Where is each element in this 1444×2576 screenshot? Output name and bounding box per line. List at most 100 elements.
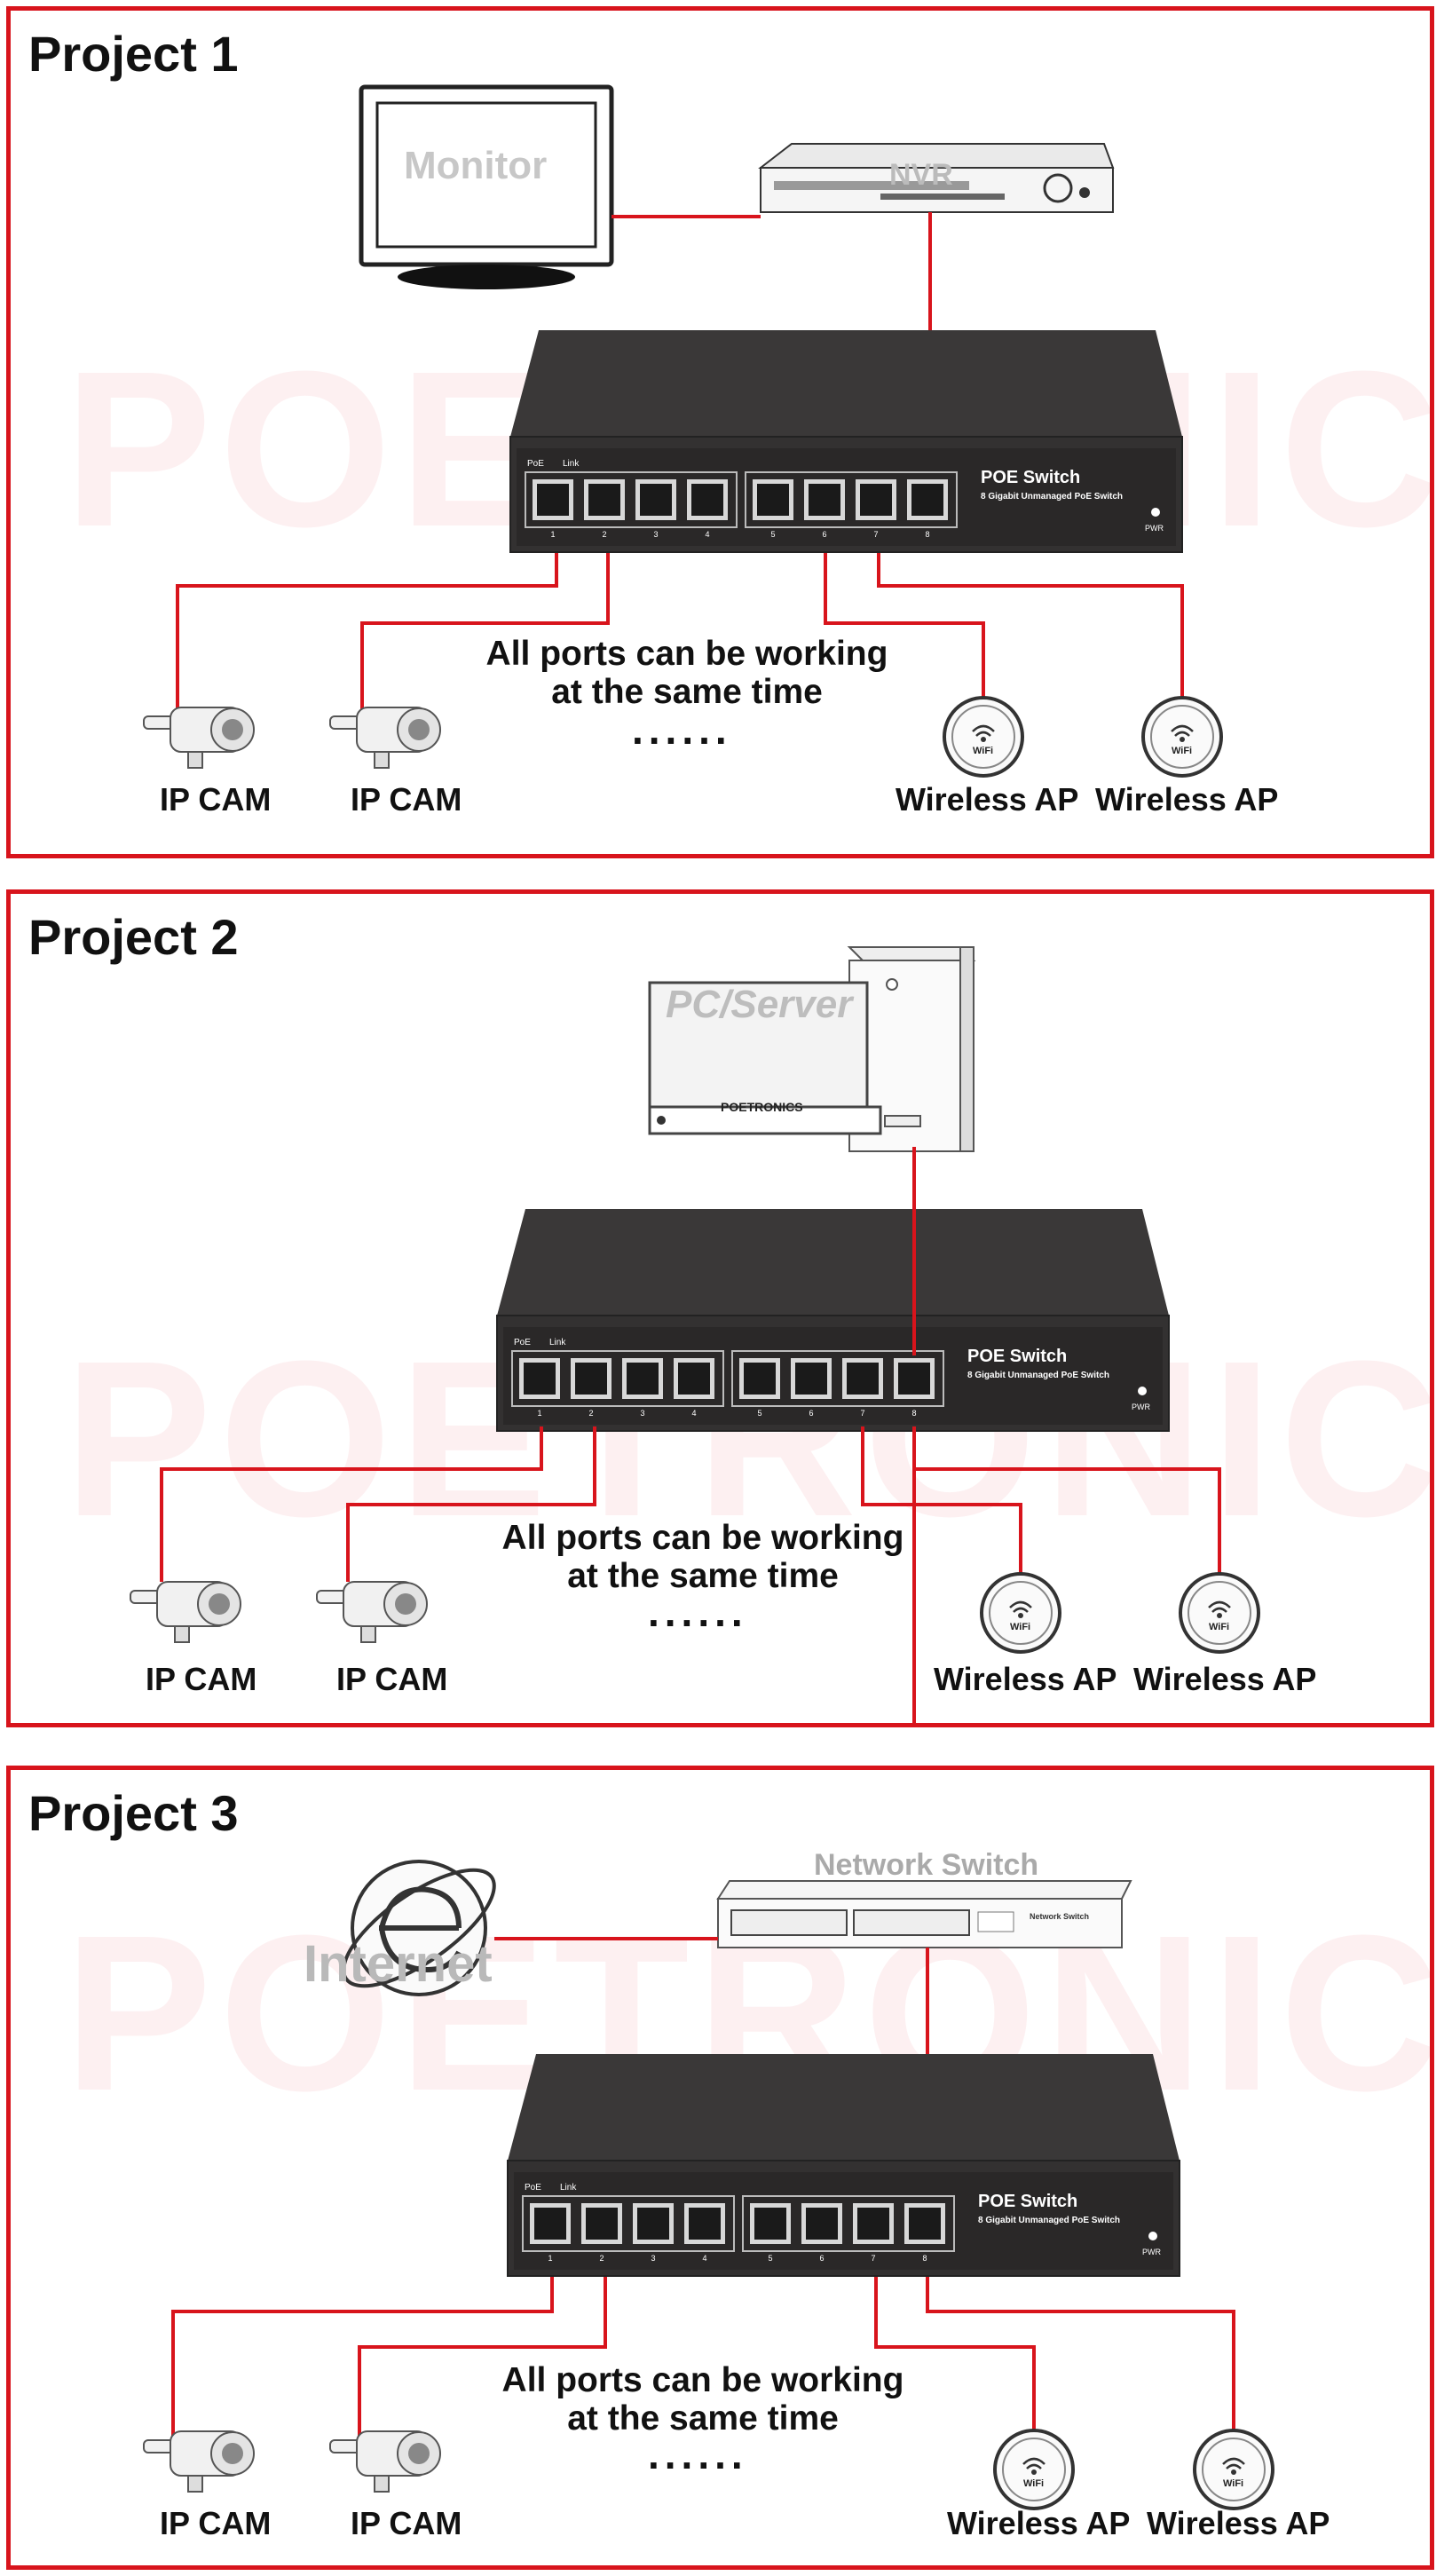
caption-line-1: All ports can be working: [501, 1519, 904, 1557]
port-number: 6: [819, 2254, 825, 2263]
wireless-ap-icon: [1193, 2429, 1274, 2510]
port-number: 1: [550, 530, 556, 539]
caption-line-2: at the same time: [551, 673, 823, 711]
power-label: PWR: [1145, 524, 1164, 533]
switch-subtitle: 8 Gigabit Unmanaged PoE Switch: [978, 2216, 1121, 2225]
wireless-ap-label: Wireless AP: [934, 1661, 1117, 1697]
poe-label: PoE: [514, 1338, 531, 1347]
caption-line-2: at the same time: [567, 1557, 839, 1595]
ip-cam-label: IP CAM: [160, 781, 272, 818]
internet-label: Internet: [304, 1935, 493, 1993]
nvr-icon: [758, 143, 1115, 213]
port-number: 8: [911, 1409, 917, 1418]
port-number: 3: [653, 530, 659, 539]
port-number: 4: [702, 2254, 707, 2263]
port-number: 8: [925, 530, 930, 539]
ip-cam-label: IP CAM: [351, 781, 462, 818]
network-switch-icon: [716, 1880, 1132, 1948]
port-number: 2: [599, 2254, 604, 2263]
ip-cam-icon: [329, 707, 441, 769]
project-3-panel: POETRONICS Project 3: [6, 1766, 1434, 2570]
port-group-right: [745, 471, 958, 528]
ip-cam-icon: [329, 2430, 441, 2493]
port-number: 1: [537, 1409, 542, 1418]
power-label: PWR: [1132, 1403, 1150, 1411]
link-label: Link: [549, 1338, 566, 1347]
port-number: 5: [768, 2254, 773, 2263]
port-number: 1: [548, 2254, 553, 2263]
wireless-ap-label: Wireless AP: [1147, 2505, 1330, 2541]
switch-subtitle: 8 Gigabit Unmanaged PoE Switch: [981, 492, 1124, 502]
switch-title: POE Switch: [978, 2192, 1078, 2211]
wireless-ap-icon: [1179, 1572, 1260, 1654]
wireless-ap-label: Wireless AP: [896, 781, 1079, 818]
wifi-text: WiFi: [1023, 2478, 1045, 2489]
project-1-panel: POETRONICS Project 1: [6, 6, 1434, 858]
poe-switch: [496, 1209, 1170, 1432]
project-2-diagram: [130, 946, 1260, 1723]
port-number: 2: [588, 1409, 594, 1418]
port-number: 4: [691, 1409, 697, 1418]
project-title: Project 3: [28, 1785, 239, 1841]
ip-cam-label: IP CAM: [146, 1661, 257, 1697]
switch-title: POE Switch: [967, 1347, 1068, 1366]
connection-lines: [176, 212, 1184, 712]
caption-line-2: at the same time: [567, 2399, 839, 2438]
poe-label: PoE: [527, 459, 544, 469]
port-number: 3: [651, 2254, 656, 2263]
poe-switch: [507, 2054, 1180, 2277]
wireless-ap-label: Wireless AP: [1133, 1661, 1317, 1697]
ellipsis-dots: ......: [632, 707, 732, 753]
pc-brand-label: POETRONICS: [721, 1100, 803, 1114]
port-number: 6: [809, 1409, 814, 1418]
port-number: 7: [871, 2254, 876, 2263]
ip-cam-icon: [316, 1581, 428, 1643]
internet-icon: [342, 1860, 496, 1996]
monitor-label: Monitor: [404, 144, 548, 187]
port-number: 7: [860, 1409, 865, 1418]
ip-cam-label: IP CAM: [160, 2505, 272, 2541]
ip-cam-label: IP CAM: [351, 2505, 462, 2541]
wifi-text: WiFi: [973, 746, 994, 756]
wifi-text: WiFi: [1172, 746, 1193, 756]
wireless-ap-label: Wireless AP: [1095, 781, 1279, 818]
ip-cam-icon: [130, 1581, 241, 1643]
project-title: Project 2: [28, 909, 239, 965]
poe-switch: [509, 330, 1183, 553]
wireless-ap-icon: [980, 1572, 1061, 1654]
port-number: 5: [757, 1409, 762, 1418]
ip-cam-label: IP CAM: [336, 1661, 448, 1697]
project-1-diagram: [143, 84, 1223, 778]
network-switch-label: Network Switch: [814, 1848, 1039, 1882]
wireless-ap-icon: [943, 696, 1024, 778]
monitor-icon: [359, 84, 614, 289]
power-label: PWR: [1142, 2248, 1161, 2256]
caption-line-1: All ports can be working: [501, 2361, 904, 2399]
wireless-ap-icon: [1141, 696, 1223, 778]
switch-subtitle: 8 Gigabit Unmanaged PoE Switch: [967, 1371, 1110, 1380]
poe-label: PoE: [525, 2183, 541, 2193]
link-label: Link: [563, 459, 580, 469]
port-number: 2: [602, 530, 607, 539]
ip-cam-icon: [143, 2430, 255, 2493]
pc-screen-icon: [648, 981, 882, 1135]
port-number: 4: [705, 530, 710, 539]
wifi-text: WiFi: [1209, 1622, 1230, 1632]
port-group-left: [525, 471, 738, 528]
caption-line-1: All ports can be working: [485, 635, 888, 673]
port-number: 8: [922, 2254, 927, 2263]
pc-server-label: PC/Server: [666, 983, 853, 1026]
port-number: 6: [822, 530, 827, 539]
ip-cam-icon: [143, 707, 255, 769]
port-number: 3: [640, 1409, 645, 1418]
port-number: 7: [873, 530, 879, 539]
wireless-ap-icon: [993, 2429, 1075, 2510]
ellipsis-dots: ......: [648, 1589, 748, 1635]
project-title: Project 1: [28, 26, 239, 82]
ellipsis-dots: ......: [648, 2431, 748, 2477]
project-3-diagram: [143, 1860, 1274, 2510]
wifi-text: WiFi: [1223, 2478, 1244, 2489]
project-2-panel: POETRONICS Project 2: [6, 889, 1434, 1727]
mini-switch-label: Network Switch: [1030, 1912, 1090, 1921]
power-led: [1151, 508, 1160, 517]
